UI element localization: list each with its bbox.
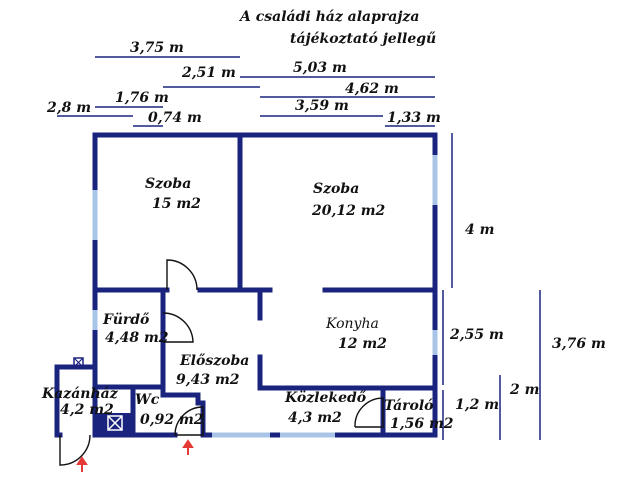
- arrow-up-icon: [182, 439, 194, 455]
- room-name: Szoba: [145, 176, 191, 192]
- vent-icon: [73, 357, 84, 368]
- room-name: Konyha: [325, 316, 379, 332]
- room-area: 12 m2: [338, 336, 387, 352]
- dim-1-2: 1,2 m: [455, 397, 499, 413]
- dim-4-62: 4,62 m: [345, 81, 399, 97]
- entrance-arrows: [76, 439, 194, 472]
- windows: [92, 155, 438, 438]
- room-area: 4,2 m2: [60, 402, 114, 418]
- dim-2-51: 2,51 m: [181, 65, 236, 81]
- dim-1-33: 1,33 m: [387, 110, 441, 126]
- dimension-lines: 3,75 m 2,51 m 5,03 m 4,62 m 1,76 m 2,8 m…: [46, 40, 606, 440]
- dim-5-03: 5,03 m: [293, 60, 347, 76]
- room-name: Közlekedő: [284, 390, 367, 406]
- room-area: 4,3 m2: [288, 410, 342, 426]
- room-name: Előszoba: [179, 353, 249, 369]
- dim-1-76: 1,76 m: [115, 90, 169, 106]
- dim-2: 2 m: [509, 382, 539, 398]
- dim-0-74: 0,74 m: [148, 110, 202, 126]
- room-area: 4,48 m2: [105, 330, 169, 346]
- title-line1: A családi ház alaprajza: [238, 9, 419, 25]
- room-area: 20,12 m2: [311, 203, 386, 219]
- dim-2-8: 2,8 m: [46, 100, 91, 116]
- arrow-up-icon: [76, 456, 88, 472]
- room-name: Fürdő: [102, 312, 150, 328]
- room-area: 9,43 m2: [176, 372, 240, 388]
- room-area: 0,92 m2: [140, 412, 204, 428]
- title-line2: tájékoztató jellegű: [290, 31, 436, 47]
- room-name: Wc: [135, 392, 160, 408]
- dim-4: 4 m: [465, 222, 494, 238]
- room-labels: Szoba 15 m2 Szoba 20,12 m2 Fürdő 4,48 m2…: [41, 176, 454, 432]
- doors: [59, 259, 384, 466]
- room-name: Szoba: [313, 181, 359, 197]
- room-name: Tároló: [384, 398, 434, 414]
- chimney-icon: [107, 415, 123, 431]
- room-area: 1,56 m2: [390, 416, 454, 432]
- dim-2-55: 2,55 m: [449, 327, 504, 343]
- dim-3-76: 3,76 m: [552, 336, 606, 352]
- room-area: 15 m2: [152, 196, 201, 212]
- dim-3-59: 3,59 m: [295, 98, 349, 114]
- room-name: Kazánház: [41, 386, 119, 402]
- dim-3-75: 3,75 m: [130, 40, 184, 56]
